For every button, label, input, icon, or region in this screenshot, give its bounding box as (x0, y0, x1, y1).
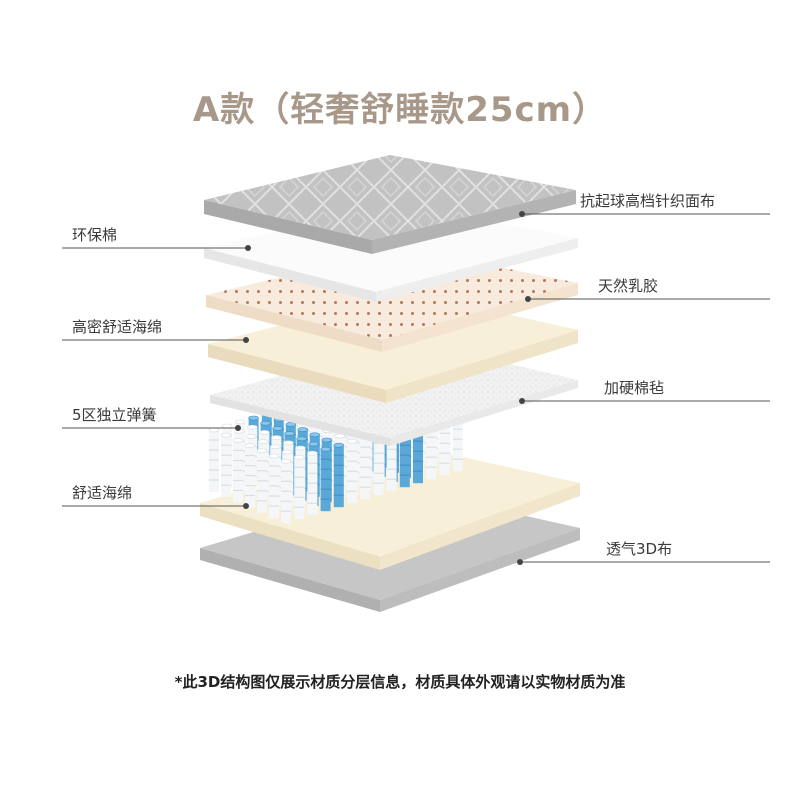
spring-top (321, 437, 333, 443)
spring-top (283, 440, 294, 446)
spring-top (307, 450, 318, 456)
spring-top (308, 441, 319, 447)
spring-coil (307, 453, 318, 516)
page-title: A款（轻奢舒睡款25cm） (192, 90, 608, 130)
spring-coil (426, 417, 437, 480)
spring-top (248, 415, 259, 421)
spring-top (281, 449, 293, 455)
leader-lines (62, 211, 770, 565)
spring-top (247, 424, 258, 430)
spring-top (297, 427, 309, 432)
spring-top (309, 432, 321, 438)
spring-top (271, 435, 282, 440)
spring-top (269, 444, 281, 450)
label-high-density-foam: 高密舒适海绵 (72, 318, 163, 336)
spring-top (295, 445, 306, 451)
spring-top (285, 422, 297, 427)
spring-top (260, 420, 271, 426)
spring-top (320, 446, 331, 452)
spring-top (244, 443, 256, 448)
spring-coil (373, 433, 384, 496)
spring-coil (269, 456, 279, 518)
spring-top (245, 434, 257, 439)
spring-coil (347, 441, 357, 504)
spring-top (221, 423, 233, 429)
footnote: *此3D结构图仅展示材质分层信息，材质具体外观请以实物材质为准 (174, 673, 626, 691)
label-felt: 加硬棉毡 (604, 379, 665, 397)
spring-coil (294, 457, 305, 520)
spring-top (293, 454, 305, 460)
spring-top (296, 436, 307, 442)
spring-top (220, 432, 232, 438)
spring-top (208, 427, 220, 433)
label-natural-latex: 天然乳胶 (598, 277, 659, 295)
label-knitted-fabric: 抗起球高档针织面布 (580, 192, 716, 210)
spring-top (259, 430, 270, 435)
spring-coil (452, 409, 463, 472)
spring-top (256, 448, 268, 454)
spring-coil (209, 430, 219, 492)
spring-coil (333, 445, 344, 508)
spring-coil (320, 449, 331, 512)
label-3d-fabric: 透气3D布 (606, 540, 673, 558)
label-comfort-foam: 舒适海绵 (72, 484, 133, 502)
spring-coil (360, 437, 371, 500)
spring-coil (245, 445, 255, 508)
label-pocket-springs: 5区独立弹簧 (72, 406, 157, 424)
spring-top (280, 458, 292, 464)
layer-comfort-foam (200, 443, 580, 570)
spring-coil (233, 440, 243, 503)
spring-coil (439, 413, 450, 476)
spring-top (257, 439, 269, 444)
label-eco-cotton: 环保棉 (72, 226, 118, 244)
spring-coil (281, 461, 291, 524)
spring-coil (257, 450, 267, 513)
spring-coil (399, 425, 410, 488)
spring-top (272, 426, 283, 431)
spring-top (346, 438, 358, 444)
spring-top (268, 453, 280, 459)
spring-top (284, 431, 295, 436)
spring-coil (413, 421, 423, 484)
spring-coil (221, 435, 231, 498)
spring-coil (386, 429, 397, 492)
spring-top (333, 442, 345, 448)
layer-knitted-fabric (204, 155, 576, 254)
spring-top (232, 438, 244, 443)
spring-top (235, 419, 246, 425)
